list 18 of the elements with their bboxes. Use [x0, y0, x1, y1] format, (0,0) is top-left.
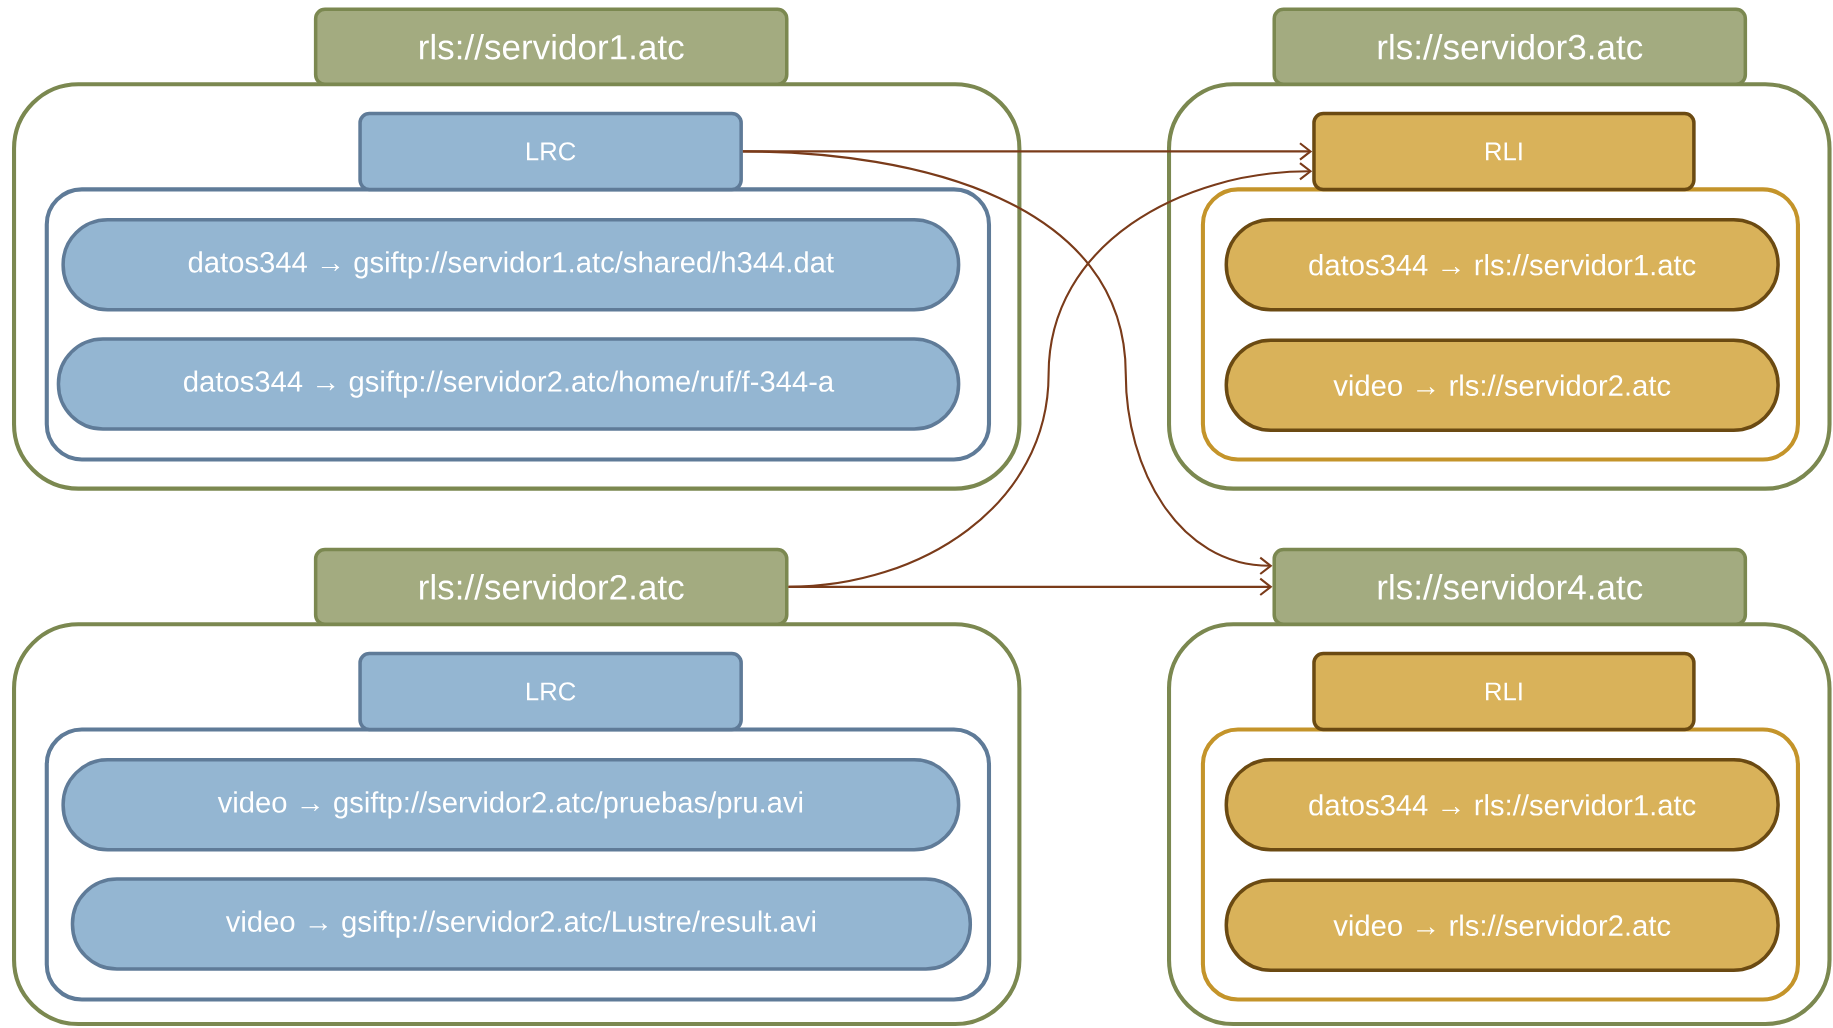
- mapping-pill: video → gsiftp://servidor2.atc/Lustre/result.avi: [70, 877, 973, 972]
- rli-tab: RLI: [1312, 651, 1696, 732]
- mapping-pill: video → rls://servidor2.atc: [1224, 338, 1780, 433]
- mapping-pill: datos344 → gsiftp://servidor2.atc/home/ruf/f-344-a: [56, 337, 961, 431]
- lrc-tab: LRC: [358, 111, 743, 192]
- mapping-pill: video → gsiftp://servidor2.atc/pruebas/pru.avi: [61, 758, 961, 852]
- server-tab: rls://servidor4.atc: [1272, 547, 1748, 627]
- mapping-pill: datos344 → gsiftp://servidor1.atc/shared/h344.dat: [61, 218, 961, 312]
- server-tab: rls://servidor1.atc: [313, 7, 789, 87]
- mapping-pill: datos344 → rls://servidor1.atc: [1224, 218, 1780, 312]
- server-tab: rls://servidor2.atc: [313, 547, 789, 627]
- arrow: [788, 578, 1273, 597]
- lrc-tab: LRC: [358, 651, 743, 732]
- rli-tab: RLI: [1312, 111, 1696, 192]
- server-tab: rls://servidor3.atc: [1272, 7, 1748, 87]
- mapping-pill: datos344 → rls://servidor1.atc: [1224, 758, 1780, 852]
- arrow: [742, 150, 1273, 576]
- mapping-pill: video → rls://servidor2.atc: [1224, 878, 1780, 973]
